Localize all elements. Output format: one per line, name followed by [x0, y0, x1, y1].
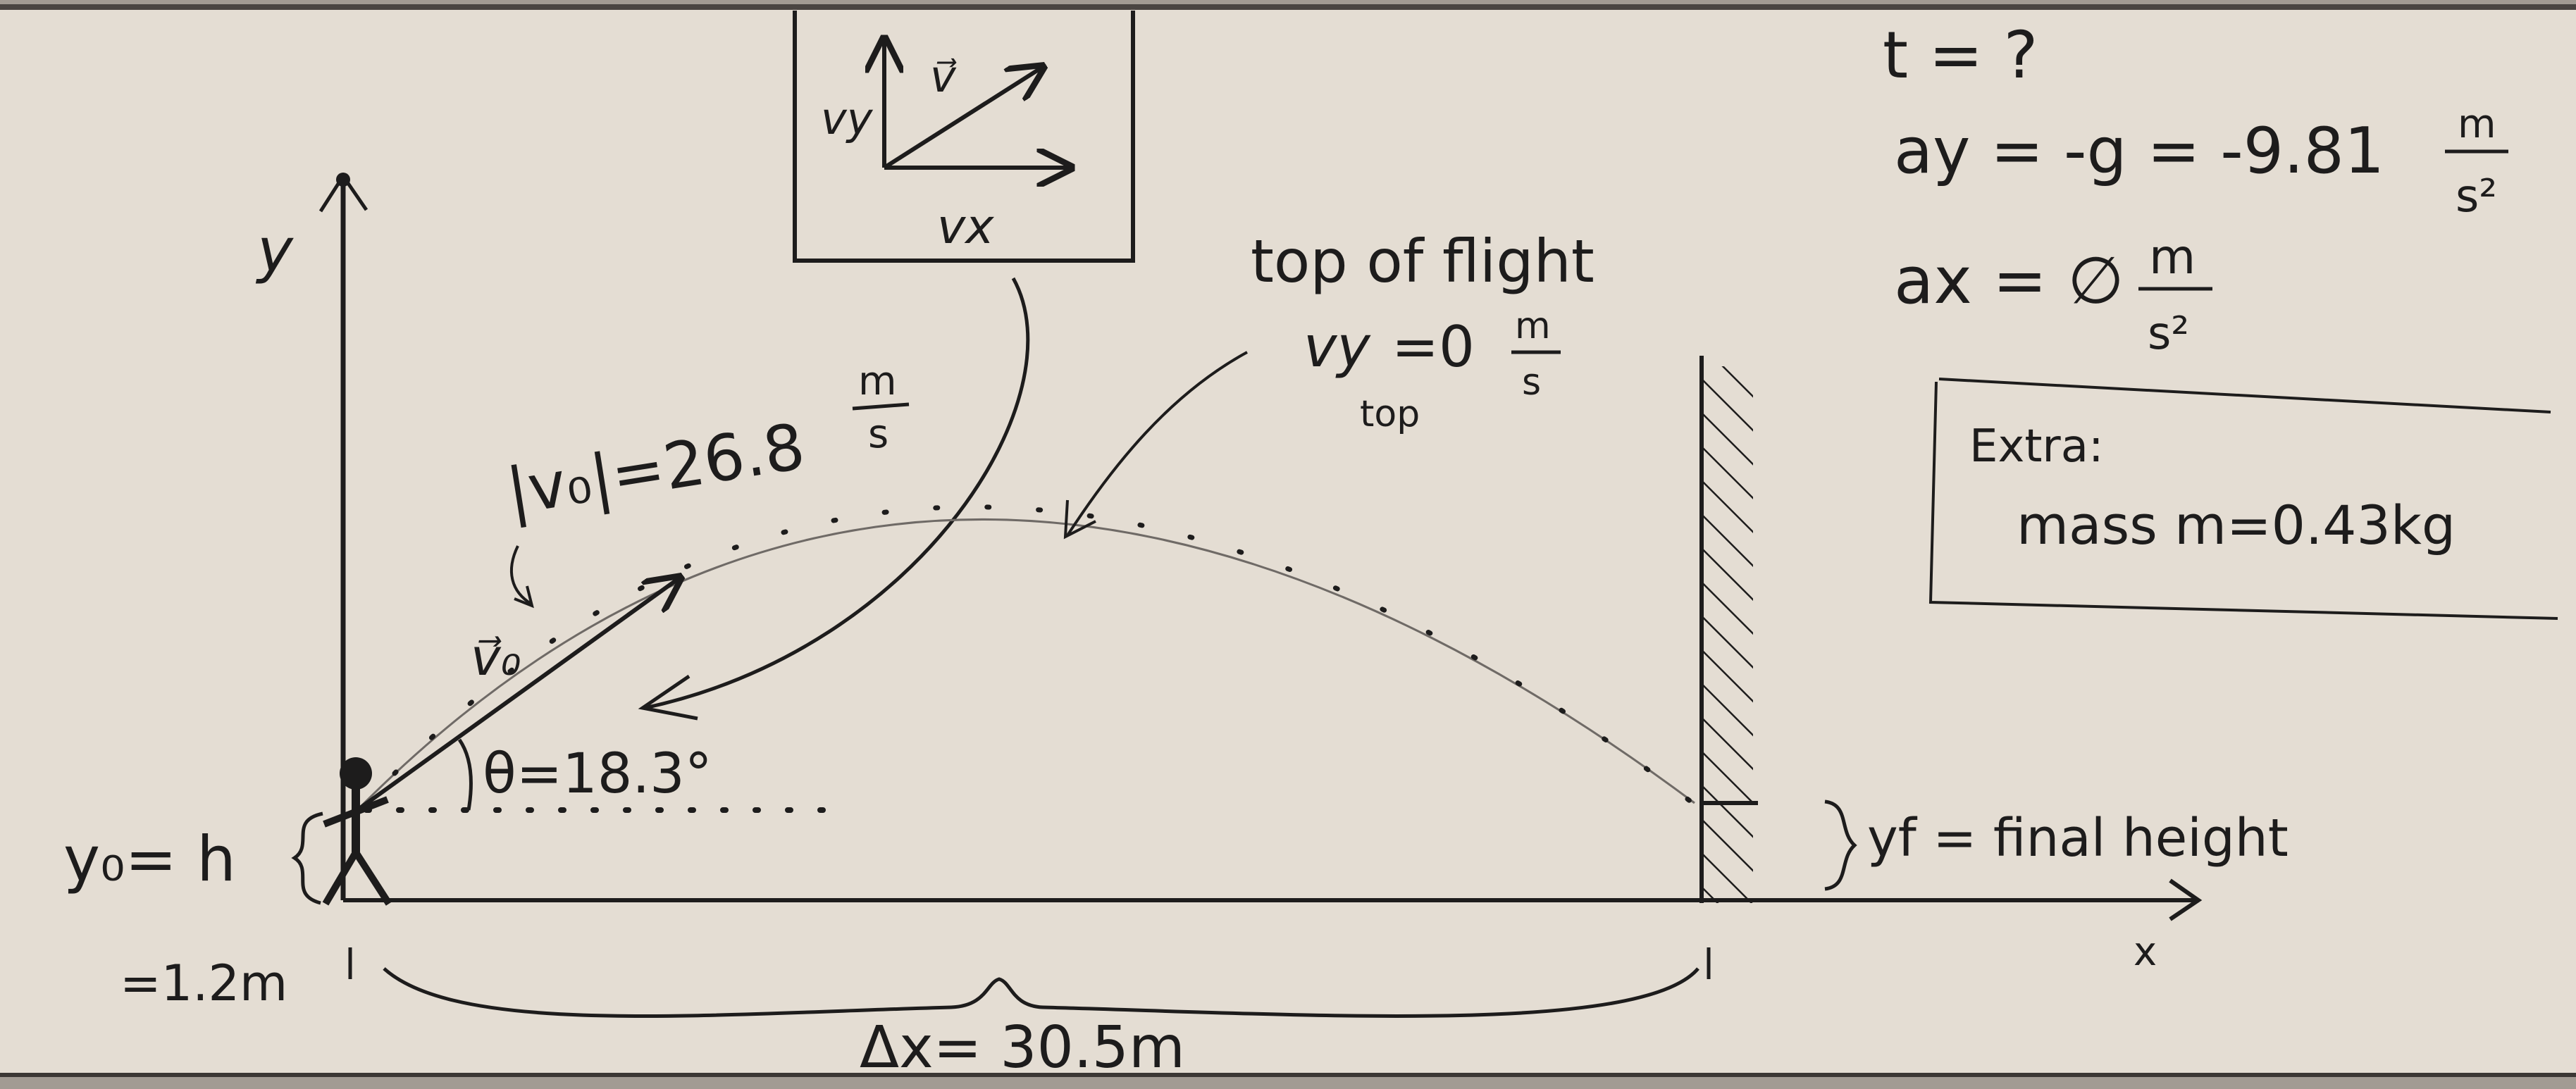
- initial-velocity-vector: [356, 578, 680, 812]
- wall: [1699, 356, 1758, 903]
- ax-unit-num: m: [2149, 230, 2196, 285]
- extra-mass-label: mass m=0.43kg: [2017, 494, 2456, 556]
- launch-speed-unit-den: s: [868, 411, 888, 457]
- top-of-flight-pointer-head: [1063, 499, 1096, 540]
- ax-equation: ax = ∅: [1894, 243, 2124, 318]
- y-axis-label: y: [255, 216, 294, 286]
- inset-vx-label: vx: [937, 199, 994, 255]
- initial-height-value: =1.2m: [120, 954, 287, 1012]
- x-axis: [343, 878, 2203, 921]
- top-vy-value: =0: [1392, 314, 1475, 380]
- x-axis-label: x: [2134, 929, 2157, 975]
- top-vy-subscript: top: [1360, 393, 1420, 435]
- final-height-brace: [1824, 799, 1857, 891]
- top-vy-label: vy: [1304, 314, 1371, 380]
- extra-box: [1928, 378, 2558, 620]
- launch-speed-unit-bar: [852, 402, 910, 411]
- time-unknown: t = ?: [1883, 18, 2038, 93]
- top-of-flight-title: top of flight: [1251, 227, 1594, 296]
- angle-arc: [457, 738, 473, 811]
- top-unit-den: s: [1522, 361, 1541, 404]
- inset-v-label: v⃗: [930, 51, 957, 102]
- launch-speed-unit-num: m: [858, 359, 897, 404]
- speed-pointer-head: [514, 585, 534, 609]
- trajectory-pencil: [356, 518, 1695, 811]
- trajectory-dots: [392, 504, 1697, 807]
- inset-pointer-arrowhead: [638, 674, 698, 721]
- ax-unit-den: s²: [2148, 308, 2189, 360]
- paper-sheet: [0, 6, 2576, 1076]
- inset-pointer-curve: [644, 277, 1030, 710]
- ay-unit-den: s²: [2456, 170, 2497, 223]
- velocity-components-inset: [793, 11, 1135, 263]
- top-of-flight-pointer: [1066, 351, 1248, 537]
- displacement-label: Δx= 30.5m: [860, 1014, 1185, 1081]
- initial-height-label: y₀= h: [63, 823, 236, 895]
- top-unit-num: m: [1515, 305, 1551, 347]
- final-height-label: yf = final height: [1867, 808, 2289, 869]
- launch-vector-label: v⃗₀: [471, 628, 521, 687]
- extra-title: Extra:: [1969, 421, 2104, 473]
- stick-figure-thrower: [322, 757, 392, 906]
- ay-unit-num: m: [2458, 101, 2496, 147]
- launch-angle-label: θ=18.3°: [483, 742, 712, 806]
- speed-pointer: [509, 545, 533, 606]
- initial-height-brace: [291, 811, 323, 905]
- inset-vy-label: vy: [821, 93, 874, 144]
- ay-equation: ay = -g = -9.81: [1894, 114, 2384, 188]
- displacement-brace: [383, 967, 1699, 1018]
